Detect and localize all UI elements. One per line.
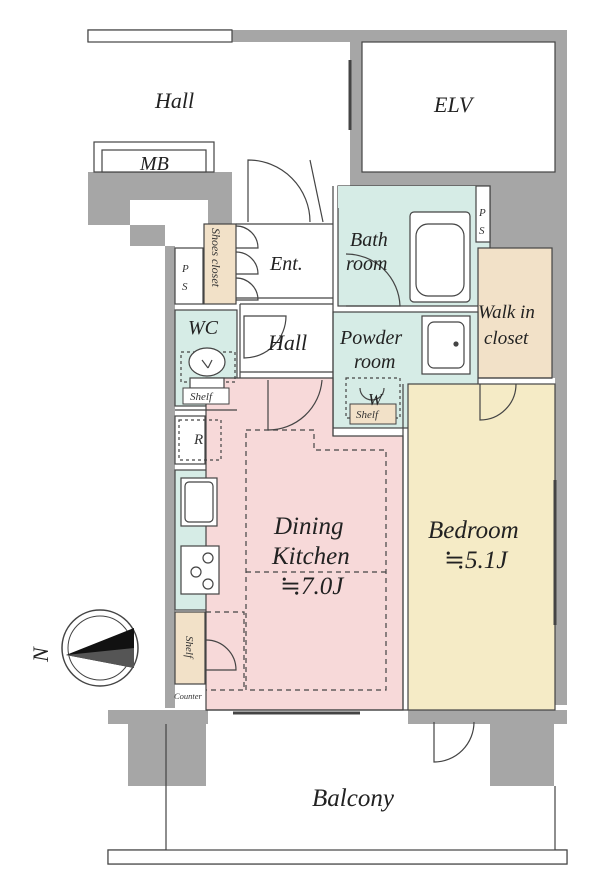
wash-basin-icon	[421, 315, 471, 375]
label-mb: MB	[139, 153, 169, 175]
label-ps-left-p: P	[181, 263, 189, 275]
doors	[205, 159, 517, 763]
shelf-wc	[182, 387, 230, 405]
label-wc: WC	[188, 317, 219, 339]
label-shelf-kitchen: Shelf	[183, 636, 195, 660]
label-balcony: Balcony	[312, 785, 395, 812]
label-bath-1: Bath	[350, 229, 388, 251]
label-w: W	[368, 390, 384, 409]
interior-lines	[174, 60, 557, 715]
label-powder-2: room	[354, 351, 395, 373]
shelf-powder	[349, 403, 397, 425]
structural-walls	[88, 30, 567, 786]
label-north: N	[28, 646, 53, 663]
north-arrow-icon	[61, 609, 139, 687]
label-kitchen: Kitchen	[271, 543, 350, 570]
label-powder-1: Powder	[339, 327, 402, 349]
label-shelf-powder: Shelf	[356, 409, 380, 421]
label-ent: Ent.	[269, 253, 303, 275]
kitchen-sink-icon	[180, 477, 218, 527]
label-shelf-wc: Shelf	[190, 391, 214, 403]
label-ps-top-p: P	[478, 207, 486, 219]
label-ps-left-s: S	[182, 281, 188, 293]
label-elv: ELV	[433, 92, 475, 117]
label-ps-top-s: S	[479, 225, 485, 237]
label-walk-in-1: Walk in	[478, 302, 535, 323]
label-r: R	[193, 432, 203, 448]
label-dk-size: ≒7.0J	[280, 573, 345, 600]
bathtub-icon	[409, 211, 471, 303]
label-walk-in-2: closet	[484, 328, 529, 349]
label-counter: Counter	[174, 691, 203, 701]
label-hall-top: Hall	[154, 88, 194, 113]
gas-stove-icon	[180, 545, 220, 595]
outer-outline	[87, 29, 568, 865]
label-bath-2: room	[346, 253, 387, 275]
label-bedroom: Bedroom	[428, 517, 519, 544]
label-dining: Dining	[273, 513, 343, 540]
label-hall-inner: Hall	[267, 330, 307, 355]
label-shoes-closet: Shoes closet	[209, 228, 223, 288]
label-bedroom-size: ≒5.1J	[444, 547, 509, 574]
entrance-door	[247, 159, 311, 223]
